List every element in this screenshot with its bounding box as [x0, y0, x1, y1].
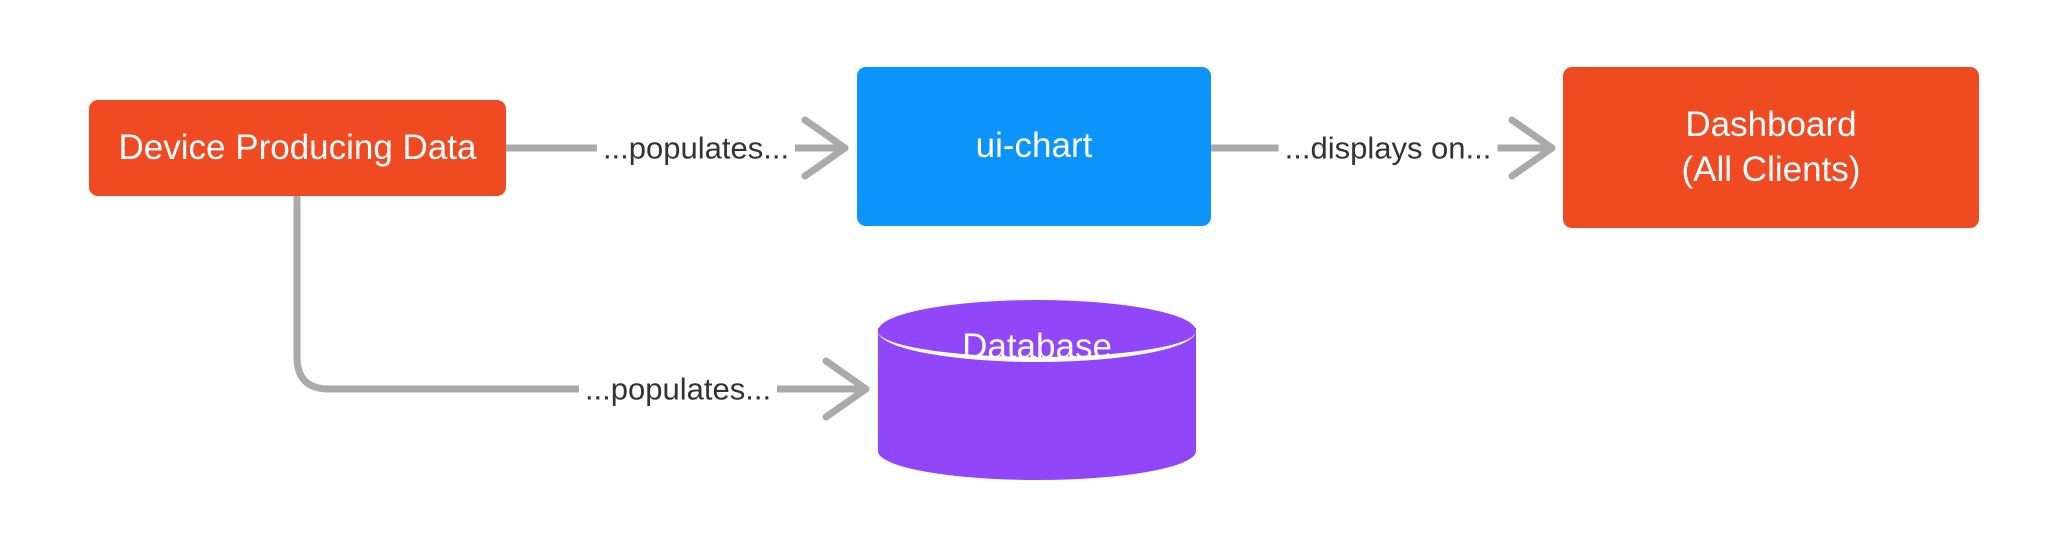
node-ui-chart[interactable]: ui-chart	[857, 67, 1211, 226]
arrowhead-icon	[822, 357, 870, 421]
node-dashboard[interactable]: Dashboard (All Clients)	[1563, 67, 1979, 228]
edge-label-populates-uichart: ...populates...	[596, 132, 796, 164]
node-label: Database	[962, 326, 1112, 366]
node-label-wrapper: Database	[878, 300, 1196, 394]
edge-line	[293, 193, 870, 393]
node-label: Device Producing Data	[118, 127, 477, 167]
node-database[interactable]: Database	[878, 300, 1196, 480]
arrowhead-icon	[1508, 116, 1556, 180]
node-label: ui-chart	[975, 126, 1093, 166]
arrowhead-icon	[801, 116, 849, 180]
cylinder-icon	[878, 300, 1196, 480]
cylinder-bottom-ellipse	[878, 422, 1196, 480]
cylinder-top-ellipse	[878, 300, 1196, 362]
node-device-producing-data[interactable]: Device Producing Data	[89, 100, 506, 196]
edge-label-populates-database: ...populates...	[578, 373, 778, 405]
edge-label-displays-on: ...displays on...	[1278, 132, 1498, 164]
node-label: Dashboard (All Clients)	[1681, 104, 1861, 189]
